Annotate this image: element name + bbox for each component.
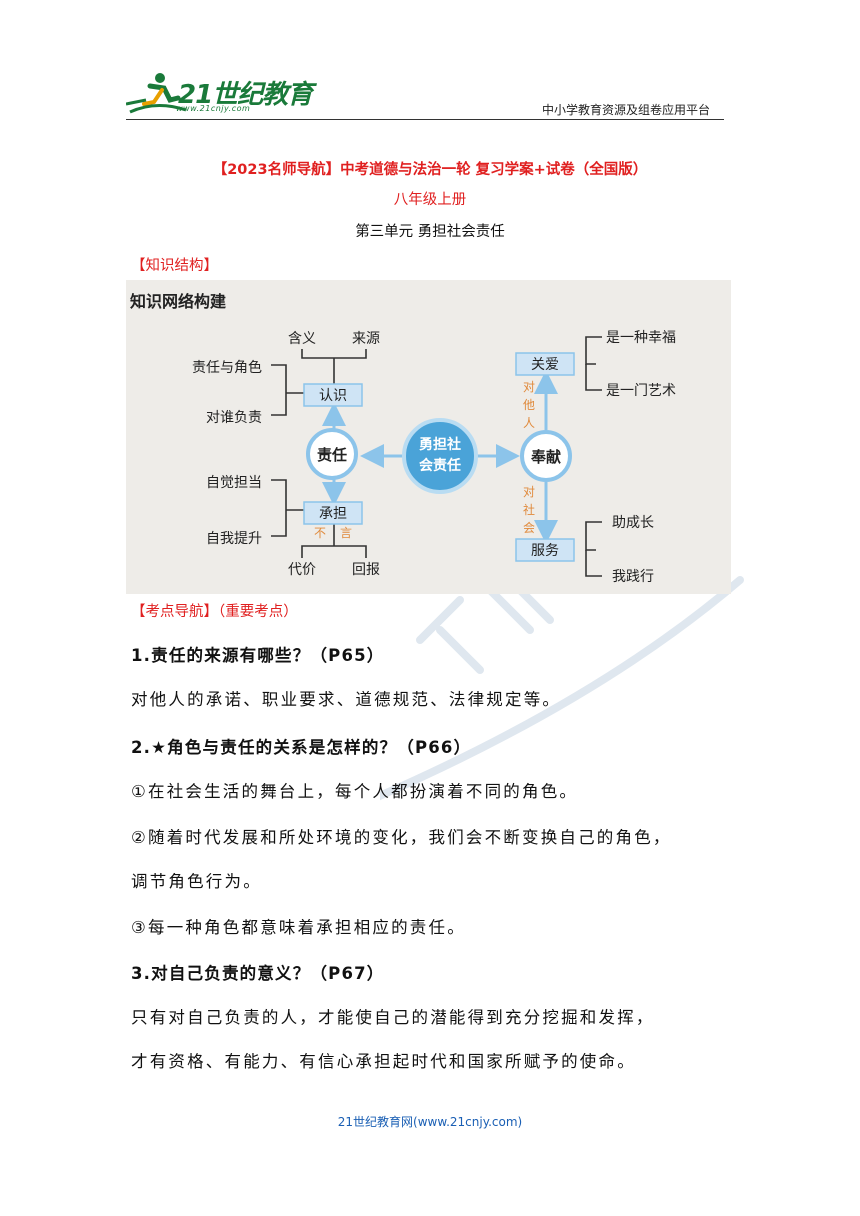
question-1: 1.责任的来源有哪些？（P65）: [131, 646, 385, 665]
center-line-2: 会责任: [419, 457, 461, 474]
dui-shehui-2: 社: [523, 502, 535, 517]
dui-taren-2: 他: [523, 398, 535, 412]
renzhi-box: [303, 383, 363, 407]
logo-text: 21世纪教育: [178, 80, 313, 110]
fuwu-label: 服务: [531, 543, 559, 559]
dui-shehui-1: 对: [523, 485, 535, 499]
buyan-1: 不: [314, 526, 326, 540]
center-line-1: 勇担社: [419, 436, 461, 453]
footer-link[interactable]: 21世纪教育网(www.21cnjy.com): [337, 1115, 523, 1129]
item-daijia: 代价: [288, 562, 316, 578]
doc-title: 【2023名师导航】中考道德与法治一轮 复习学案+试卷（全国版）: [212, 162, 648, 178]
item-huibao: 回报: [352, 562, 380, 578]
center-node: [402, 418, 478, 494]
buyan-2: 言: [340, 526, 352, 540]
dedication-label: 奉献: [530, 448, 561, 466]
item-laiyuan: 来源: [352, 331, 380, 347]
watermark: [380, 576, 744, 801]
item-zhu-chengzhang: 助成长: [612, 515, 654, 531]
item-hanyi: 含义: [288, 331, 316, 347]
fuwu-box: [515, 538, 575, 562]
item-xingfu: 是一种幸福: [606, 330, 676, 346]
item-wo-jianxing: 我践行: [612, 569, 654, 585]
question-3: 3.对自己负责的意义？（P67）: [131, 964, 385, 983]
dui-shehui-3: 会: [523, 521, 535, 535]
answer-2-3: ③每一种角色都意味着承担相应的责任。: [131, 918, 466, 937]
responsibility-node: [306, 428, 358, 480]
header-divider: [126, 119, 724, 120]
guanai-label: 关爱: [531, 357, 559, 373]
item-dui-shui-fuze: 对谁负责: [206, 410, 262, 426]
item-ziwo-tisheng: 自我提升: [206, 531, 262, 547]
chengdan-box: [303, 501, 363, 525]
dui-taren-1: 对: [523, 380, 535, 394]
guanai-box: [515, 352, 575, 376]
logo-icon: [126, 73, 187, 114]
responsibility-label: 责任: [317, 446, 347, 464]
chengdan-label: 承担: [319, 506, 347, 522]
doc-grade: 八年级上册: [393, 192, 467, 208]
item-zeren-yu-juese: 责任与角色: [192, 359, 262, 376]
dui-taren-3: 人: [523, 416, 535, 430]
doc-unit: 第三单元 勇担社会责任: [355, 224, 505, 240]
knowledge-diagram: 知识网络构建 勇担社 会责任: [126, 280, 731, 594]
answer-2-1: ①在社会生活的舞台上，每个人都扮演着不同的角色。: [131, 782, 579, 801]
answer-2-2a: ②随着时代发展和所处环境的变化，我们会不断变换自己的角色，: [131, 828, 672, 847]
logo-url: www.21cnjy.com: [176, 104, 251, 113]
answer-3b: 才有资格、有能力、有信心承担起时代和国家所赋予的使命。: [131, 1052, 636, 1071]
dedication-node: [520, 430, 572, 482]
renzhi-label: 认识: [319, 388, 347, 404]
answer-3a: 只有对自己负责的人，才能使自己的潜能得到充分挖掘和发挥，: [131, 1008, 655, 1027]
item-zijue-dandang: 自觉担当: [206, 475, 262, 491]
header-platform-text: 中小学教育资源及组卷应用平台: [542, 103, 711, 117]
item-yishu: 是一门艺术: [606, 383, 676, 399]
answer-2-2b: 调节角色行为。: [131, 872, 262, 891]
diagram-heading: 知识网络构建: [130, 292, 226, 311]
section-guide-label: 【考点导航】（重要考点）: [131, 604, 298, 620]
section-structure-label: 【知识结构】: [131, 258, 218, 274]
question-2: 2.★角色与责任的关系是怎样的？（P66）: [131, 738, 472, 757]
answer-1: 对他人的承诺、职业要求、道德规范、法律规定等。: [131, 690, 562, 709]
